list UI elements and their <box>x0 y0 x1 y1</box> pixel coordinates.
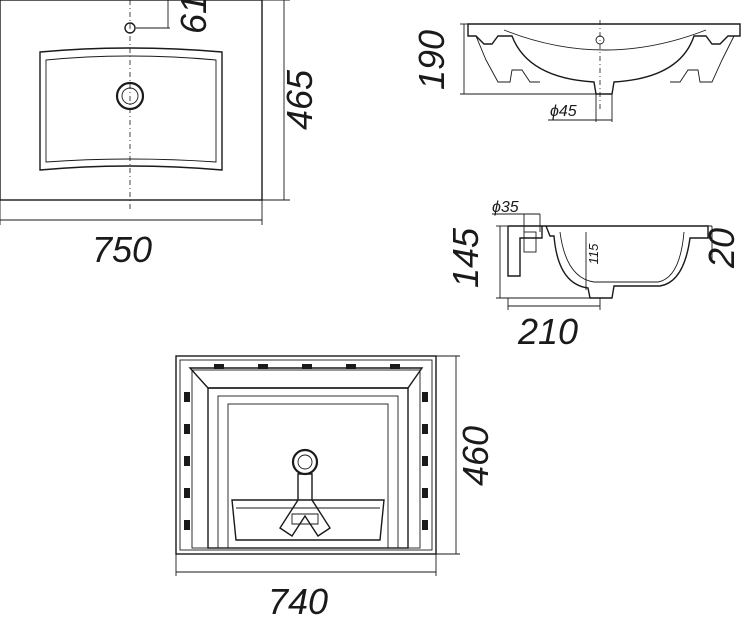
side-profile-bowl-inner <box>559 231 685 283</box>
bottom-view-back-rim <box>188 367 424 389</box>
side-profile-overflow-block <box>507 226 543 277</box>
dim-rim-thickness: 20 <box>701 228 742 269</box>
bottom-view-front-lip <box>231 499 385 541</box>
bottom-view-outline <box>175 355 437 555</box>
dim-tap-offset: 61 <box>173 0 214 34</box>
dim-profile-height: 145 <box>445 227 486 288</box>
dim-overflow-diameter: ϕ35 <box>492 199 519 216</box>
bottom-view-drain <box>291 448 319 476</box>
dim-height-side: 190 <box>411 30 452 90</box>
front-section-left-support <box>475 35 540 83</box>
dim-bottom-depth: 460 <box>455 426 496 486</box>
side-profile-view: ϕ35 145 115 20 210 <box>445 199 742 352</box>
top-view-basin-outer <box>39 47 223 171</box>
bottom-view: 460 740 <box>175 355 496 617</box>
dim-top-width: 750 <box>92 229 152 270</box>
bottom-view-ribs <box>184 364 428 530</box>
front-section-view: 190 ϕ45 <box>411 20 741 122</box>
dim-profile-width: 210 <box>517 311 578 352</box>
dim-bottom-width: 740 <box>268 581 328 617</box>
top-view-outline <box>0 0 263 201</box>
front-section-right-support <box>670 35 735 83</box>
dim-bowl-depth: 115 <box>586 243 601 264</box>
top-view-basin-inner <box>45 55 217 163</box>
bottom-view-outlet-stem <box>279 473 331 537</box>
front-section-outline <box>467 23 741 95</box>
dim-drain-diameter: ϕ45 <box>550 103 577 120</box>
side-profile-outline <box>508 225 709 299</box>
top-view: 61 465 750 <box>0 0 320 270</box>
dim-top-depth: 465 <box>279 69 320 130</box>
front-section-bowl-curve <box>503 29 707 51</box>
